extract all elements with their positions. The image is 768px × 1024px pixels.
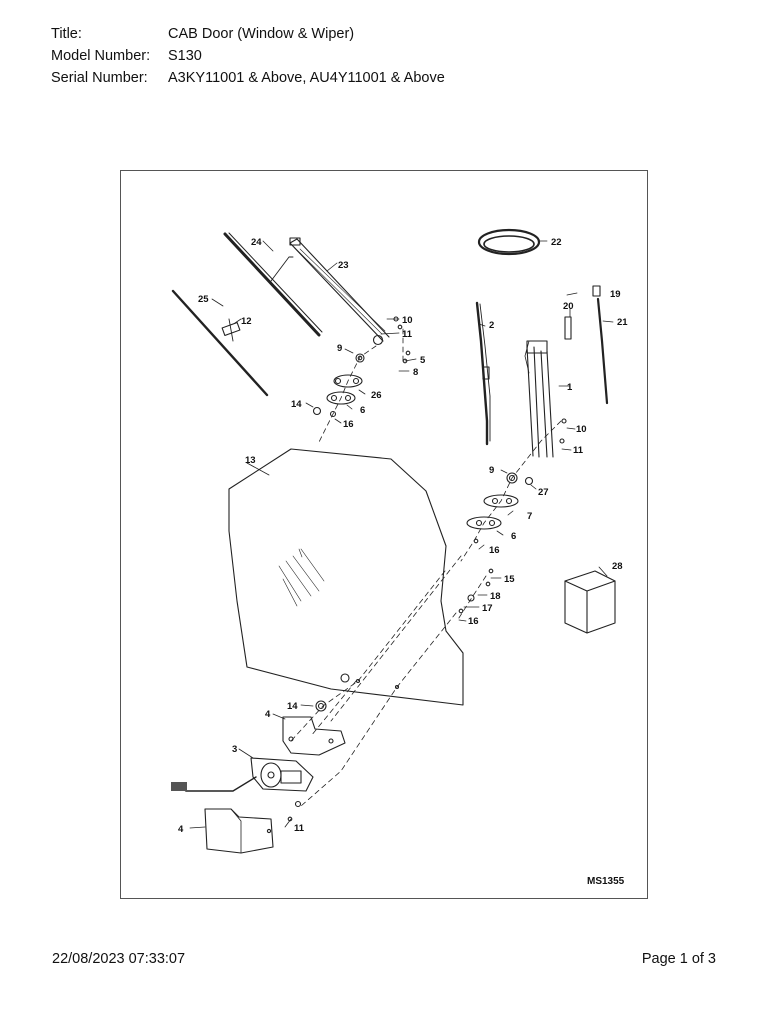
callout-number: 16: [468, 616, 479, 627]
callout-labels: 22 24 23 25 12 10 11 9 5 8 26 6 14 16 2 …: [178, 237, 628, 835]
left-fastener-stack: [312, 316, 411, 418]
callout-number: 28: [612, 561, 623, 572]
callout-number: 14: [287, 701, 298, 712]
callout-number: 4: [178, 824, 184, 835]
callout-number: 11: [402, 329, 413, 340]
callout-number: 9: [337, 343, 342, 354]
parts-box-part: [564, 570, 616, 634]
callout-leaders: [189, 240, 614, 829]
wiper-blade-part: [223, 232, 323, 337]
callout-number: 25: [198, 294, 209, 305]
callout-number: 24: [251, 237, 262, 248]
title-value: CAB Door (Window & Wiper): [168, 26, 355, 42]
window-glass-part: [228, 448, 464, 706]
callout-number: 18: [490, 591, 501, 602]
callout-number: 26: [371, 390, 382, 401]
callout-number: 17: [482, 603, 493, 614]
callout-number: 5: [420, 355, 426, 366]
callout-number: 22: [551, 237, 562, 248]
print-timestamp: 22/08/2023 07:33:07: [52, 951, 186, 967]
callout-number: 11: [294, 823, 305, 834]
bracket-upper-part: [282, 716, 346, 756]
callout-number: 7: [527, 511, 532, 522]
serial-value: A3KY11001 & Above, AU4Y11001 & Above: [168, 70, 445, 86]
callout-number: 15: [504, 574, 515, 585]
callout-number: 6: [360, 405, 365, 416]
wiper-arm-right: [524, 340, 554, 458]
seal-coil-part: [477, 228, 541, 256]
bracket-lower-part: [204, 808, 274, 854]
callout-number: 14: [291, 399, 302, 410]
callout-number: 3: [232, 744, 237, 755]
wiper-blade-part-25: [171, 289, 269, 397]
callout-number: 4: [265, 709, 271, 720]
model-label: Model Number:: [51, 48, 151, 64]
right-fastener-stack: [458, 418, 567, 614]
serial-label: Serial Number:: [51, 70, 148, 86]
callout-number: 11: [573, 445, 584, 456]
page-indicator: Page 1 of 3: [641, 951, 716, 967]
callout-number: 13: [245, 455, 256, 466]
callout-number: 20: [563, 301, 574, 312]
callout-number: 21: [617, 317, 628, 328]
callout-number: 27: [538, 487, 549, 498]
callout-number: 10: [402, 315, 413, 326]
callout-number: 1: [567, 382, 573, 393]
exploded-parts-diagram: 22 24 23 25 12 10 11 9 5 8 26 6 14 16 2 …: [171, 228, 628, 887]
callout-number: 9: [489, 465, 494, 476]
washer-tube-part: [592, 285, 609, 405]
model-value: S130: [168, 48, 202, 64]
callout-number: 16: [489, 545, 500, 556]
callout-number: 12: [241, 316, 252, 327]
parts-diagram-frame: 22 24 23 25 12 10 11 9 5 8 26 6 14 16 2 …: [120, 170, 648, 899]
assembly-centre-lines: [290, 328, 562, 807]
diagram-reference-code: MS1355: [587, 876, 625, 887]
callout-number: 6: [511, 531, 516, 542]
title-label: Title:: [51, 26, 82, 42]
grommet-part: [315, 700, 327, 712]
callout-number: 23: [338, 260, 349, 271]
wiper-motor-part: [171, 757, 314, 792]
callout-number: 16: [343, 419, 354, 430]
wiper-arm-part: [289, 237, 390, 346]
callout-number: 8: [413, 367, 418, 378]
washer-nozzle-part: [564, 316, 572, 340]
callout-number: 19: [610, 289, 621, 300]
callout-number: 2: [489, 320, 494, 331]
callout-number: 10: [576, 424, 587, 435]
